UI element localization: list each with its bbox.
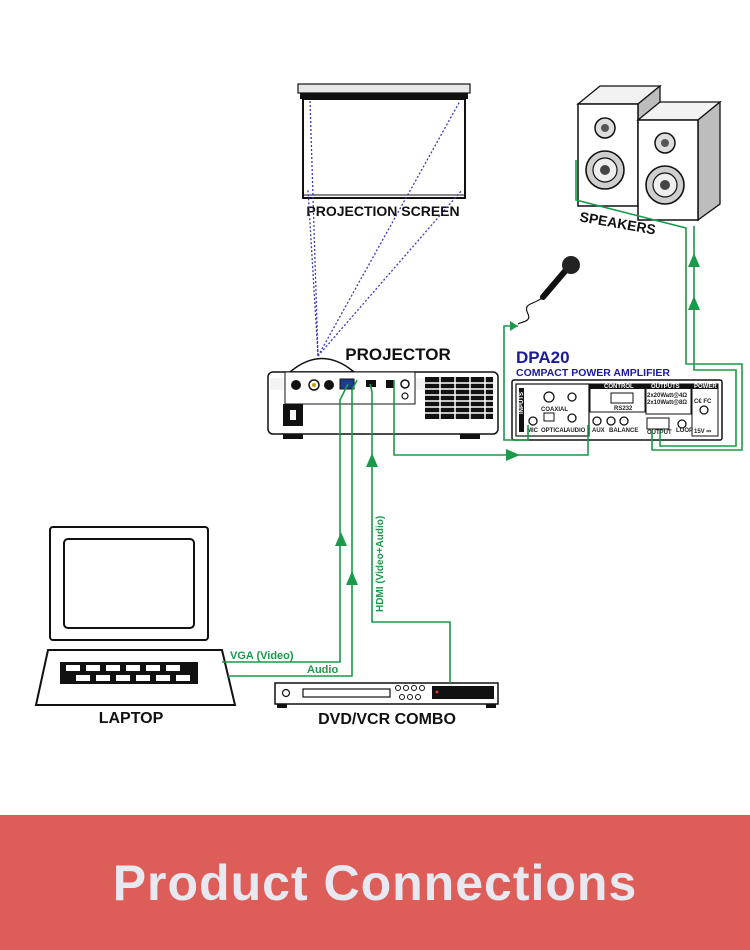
amp-model-label: DPA20 — [516, 348, 570, 367]
mic-cable — [503, 325, 529, 441]
panel-audio: AUDIO — [566, 428, 586, 434]
speaker-cable-left — [575, 160, 743, 451]
speaker-cable-right — [659, 226, 737, 447]
wires — [222, 160, 743, 683]
banner-title: Product Connections — [112, 854, 638, 911]
vga-label: VGA (Video) — [230, 650, 294, 662]
microphone-icon — [517, 256, 580, 325]
projection-screen-label: PROJECTION SCREEN — [306, 203, 459, 219]
hdmi-arrow — [366, 453, 378, 467]
speaker-right — [636, 100, 722, 222]
panel-control: CONTROL — [604, 384, 634, 390]
dvd-vcr-label: DVD/VCR COMBO — [318, 711, 456, 728]
laptop — [34, 526, 237, 706]
speaker-left — [576, 84, 662, 208]
projector — [267, 357, 499, 439]
panel-outputs: OUTPUTS — [651, 384, 680, 390]
hdmi-label: HDMI (Video+Audio) — [375, 516, 386, 612]
speakers — [576, 84, 722, 222]
projector-label: PROJECTOR — [345, 345, 451, 364]
speaker-arrow-bottom — [688, 296, 700, 310]
mic-arrow — [510, 321, 518, 331]
dvd-vcr-combo — [274, 682, 499, 708]
speaker-arrow-top — [688, 253, 700, 267]
vga-cable — [222, 383, 349, 663]
panel-rs232: RS232 — [614, 406, 633, 412]
projector-audio-out-cable — [393, 380, 589, 456]
panel-coaxial: COAXIAL — [541, 407, 568, 413]
projection-screen — [297, 83, 471, 199]
audio-arrow — [346, 571, 358, 585]
audio-cable — [228, 379, 358, 677]
panel-ce: C€ FC — [694, 399, 712, 405]
projector-beams — [307, 100, 463, 357]
connection-diagram: PROJECTION SCREEN SPEAKERS — [34, 83, 743, 728]
panel-out1: 2x20Watt@4Ω — [647, 393, 687, 399]
panel-inputs: INPUTS — [519, 392, 525, 414]
panel-aux: AUX — [592, 428, 605, 434]
panel-balance: BALANCE — [609, 428, 638, 434]
panel-optical: OPTICAL — [541, 428, 568, 434]
panel-out2: 2x10Watt@8Ω — [647, 400, 687, 406]
amplifier-dpa20 — [511, 379, 723, 441]
aux-arrow — [506, 449, 520, 461]
banner: Product Connections — [0, 815, 750, 950]
laptop-label: LAPTOP — [99, 710, 164, 727]
projector-ports — [284, 371, 416, 405]
panel-loop: LOOP — [676, 428, 693, 434]
projector-vent — [425, 377, 493, 419]
audio-label: Audio — [307, 664, 338, 676]
hdmi-cable — [369, 383, 451, 683]
panel-mic: MIC — [527, 428, 539, 434]
vga-arrow — [335, 532, 347, 546]
panel-power: POWER — [694, 384, 717, 390]
amp-description: COMPACT POWER AMPLIFIER — [516, 367, 670, 379]
panel-volts: 15V ⎓ — [694, 429, 711, 435]
